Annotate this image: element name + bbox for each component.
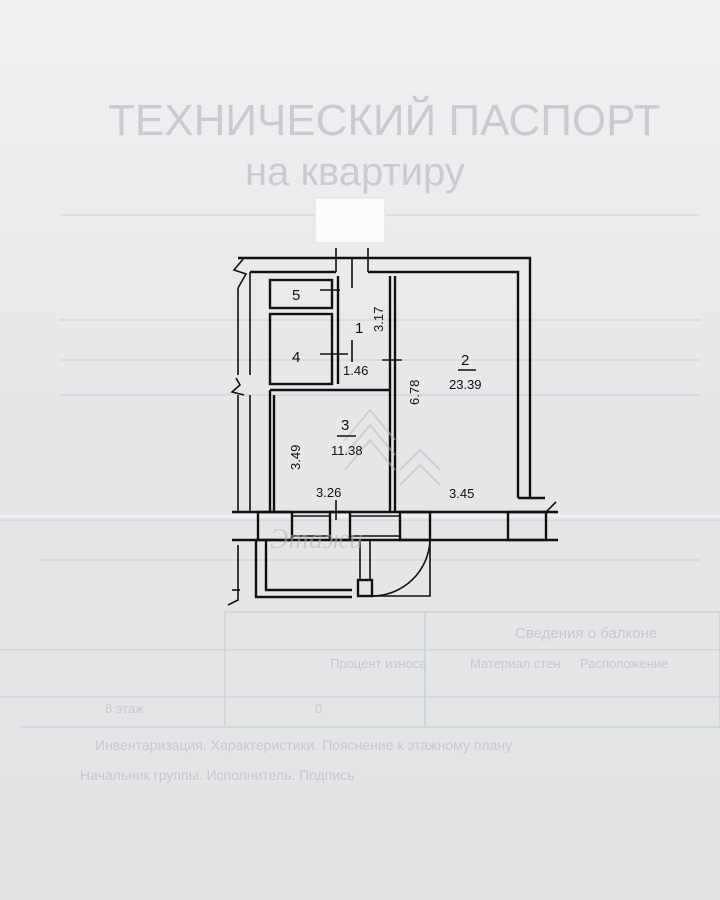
faded-col3: Расположение	[580, 656, 668, 671]
plan-walls	[227, 248, 558, 606]
faded-footer-1: Инвентаризация. Характеристики. Пояснени…	[95, 737, 512, 753]
room-4-number: 4	[292, 349, 300, 366]
faded-subtitle: на квартиру	[245, 150, 465, 194]
watermark-text: Этажи	[270, 524, 363, 555]
room-3-width: 3.26	[316, 485, 341, 500]
room-3-area: 11.38	[331, 443, 363, 458]
faded-header: ТЕХНИЧЕСКИЙ ПАСПОРТ на квартиру	[40, 94, 700, 561]
room-1-number: 1	[355, 320, 363, 337]
watermark-logo: Этажи	[270, 408, 441, 555]
faded-col1: Материал стен	[470, 656, 561, 671]
room-2-number: 2	[461, 352, 469, 369]
paper-fold	[0, 515, 720, 521]
room-5-number: 5	[292, 287, 300, 304]
room-1-area: 3.17	[371, 307, 386, 332]
room-2-area: 23.39	[449, 377, 482, 392]
room-2-length: 6.78	[407, 380, 422, 405]
room-2-width: 3.45	[449, 486, 474, 501]
faded-footer-2: Начальник группы. Исполнитель. Подпись	[80, 767, 355, 783]
room-3-number: 3	[341, 417, 349, 434]
cover-sticker	[314, 197, 386, 244]
faded-row-value-2: 0	[315, 701, 322, 716]
faded-table: Сведения о балконе Материал стен Процент…	[0, 611, 720, 783]
room-1-width: 1.46	[343, 363, 368, 378]
faded-row-value-1: 8 этаж	[105, 701, 144, 716]
room-labels: 5 4 1 3.17 1.46 2 23.39 6.78 3.45 3 11.3…	[288, 287, 482, 501]
faded-col2: Процент износа	[330, 656, 427, 671]
faded-title: ТЕХНИЧЕСКИЙ ПАСПОРТ	[108, 94, 660, 145]
room-3-length: 3.49	[288, 445, 303, 470]
faded-table-header: Сведения о балконе	[515, 625, 657, 642]
